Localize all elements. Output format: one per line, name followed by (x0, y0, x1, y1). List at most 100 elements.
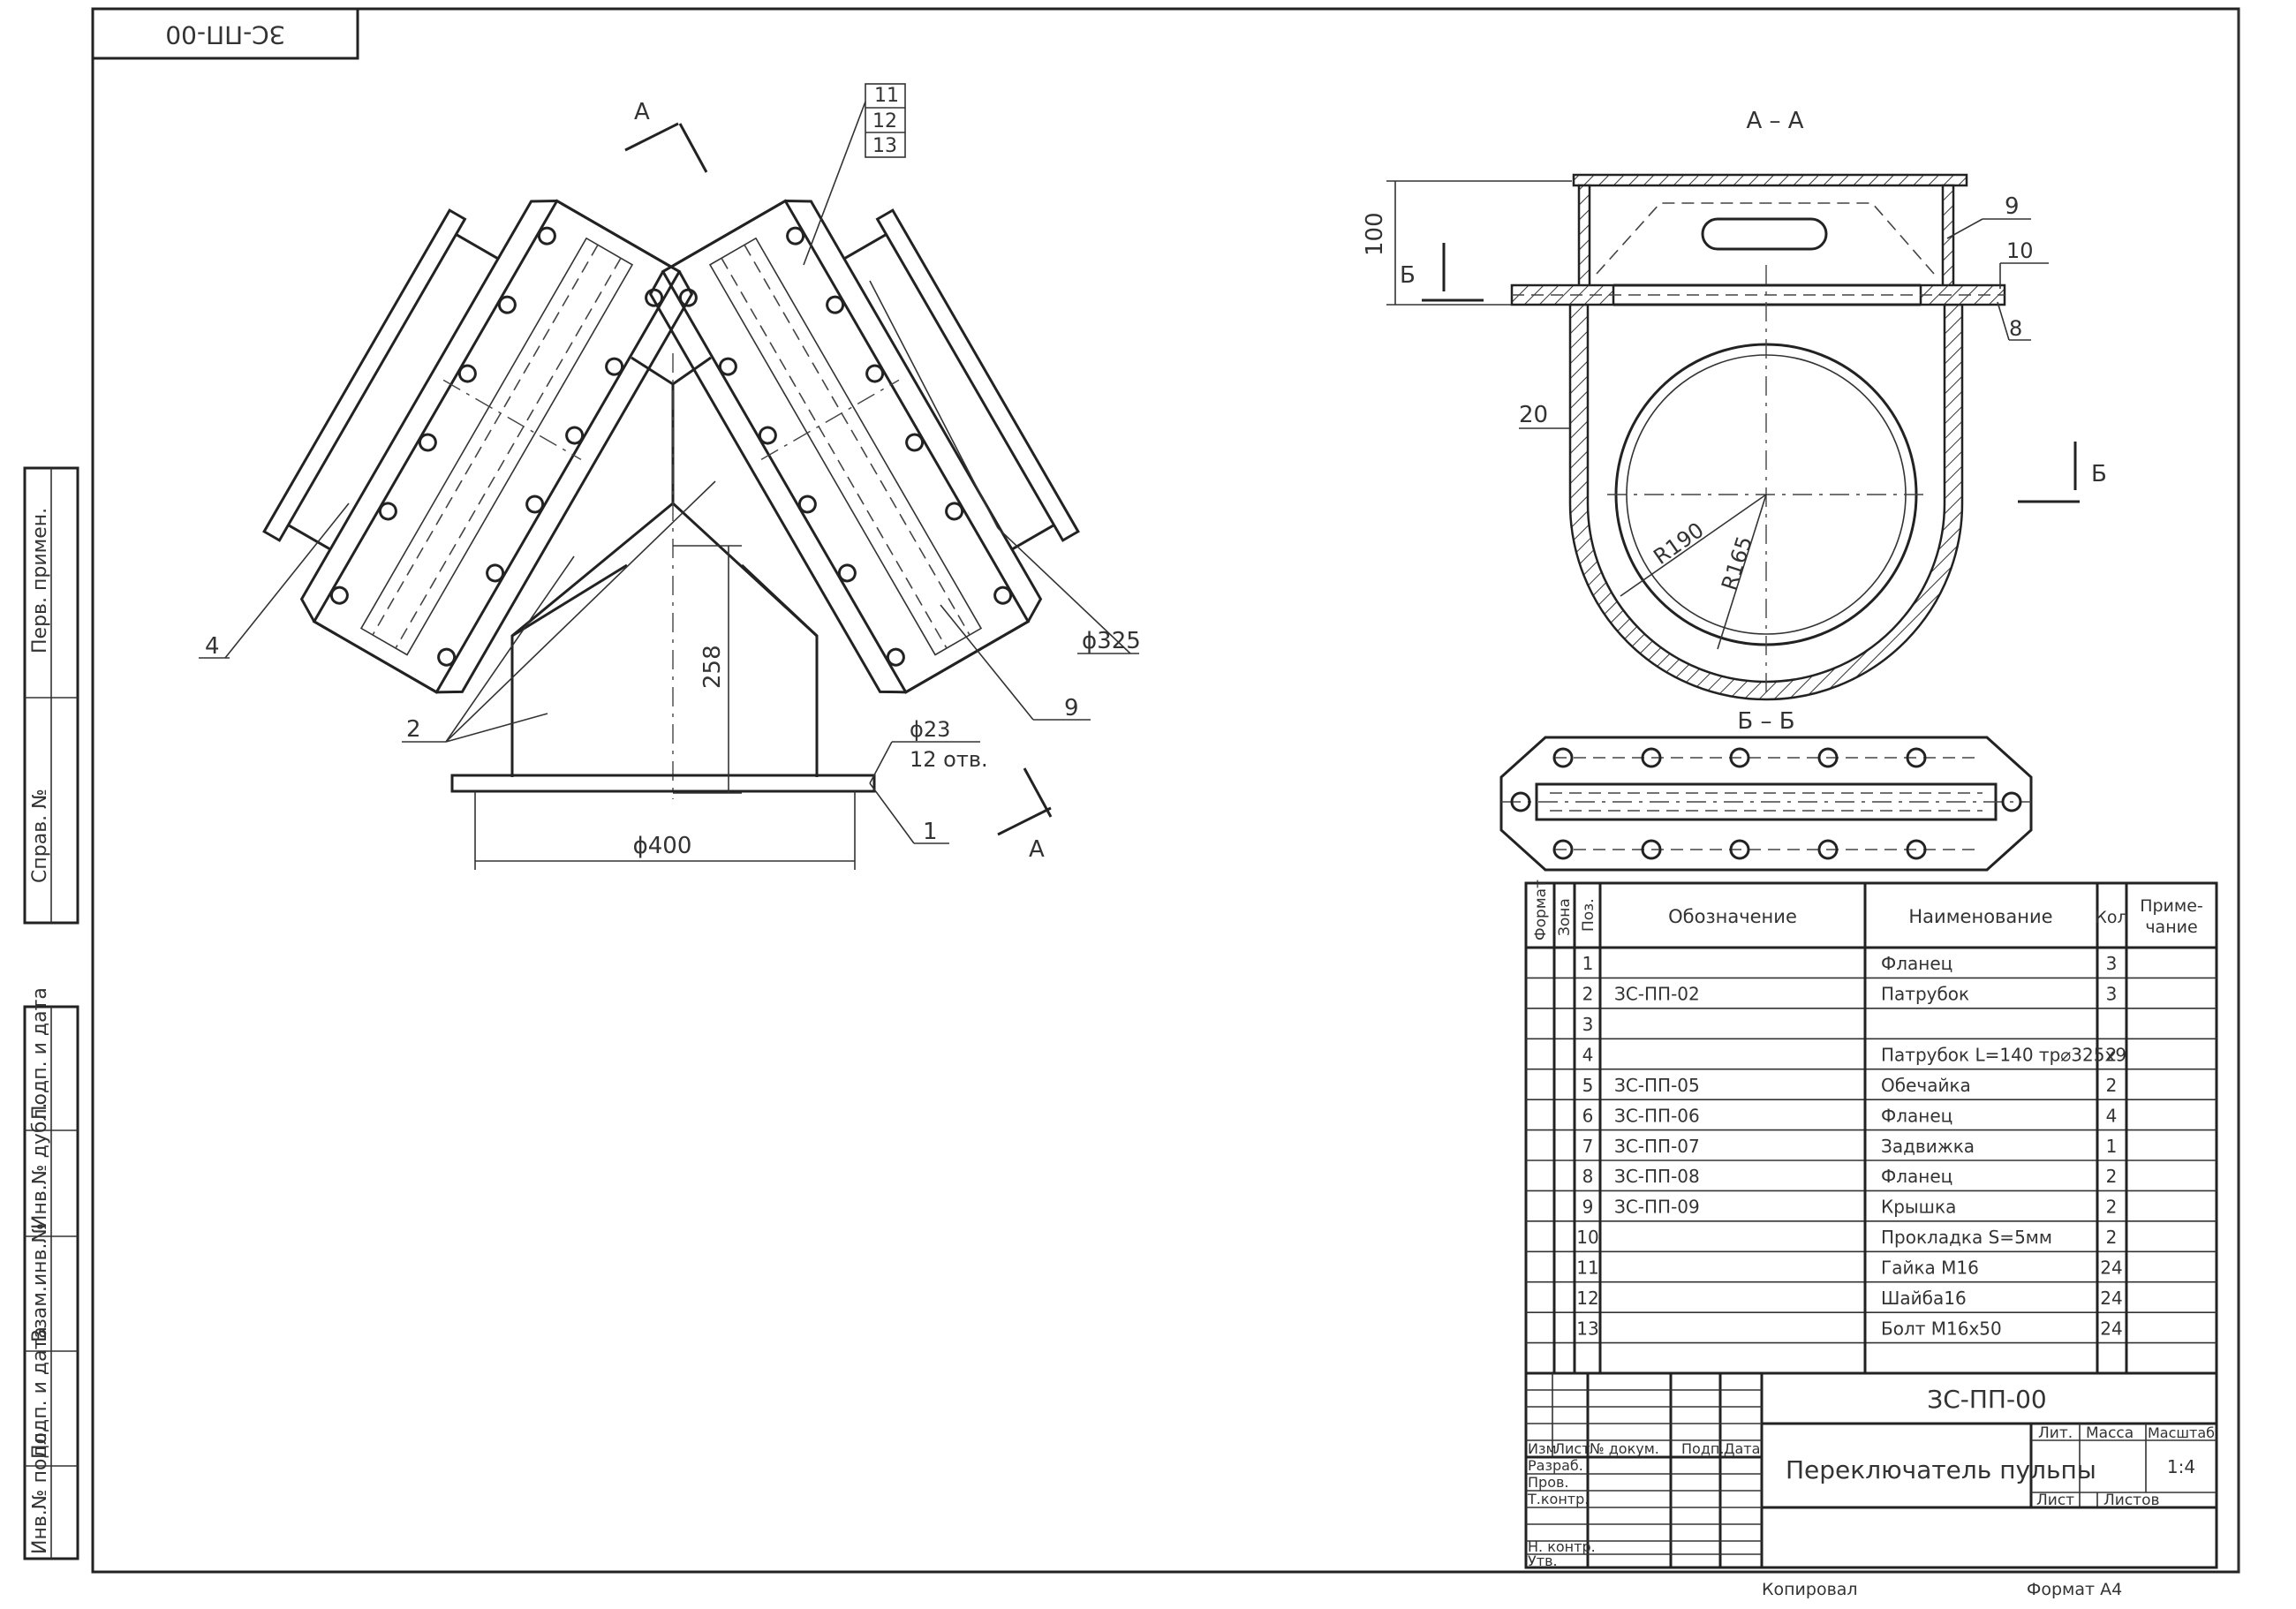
spec-row: 8 ЗС-ПП-08 Фланец 2 (1582, 1166, 2118, 1187)
spec-h-zona: Зона (1556, 898, 1574, 936)
left-branch (262, 199, 694, 694)
side-strip: Перв. примен. Справ. № Подп. и дата Инв.… (23, 466, 79, 1560)
spec-cell-kol: 2 (2106, 1045, 2118, 1066)
callout-9: 9 (1064, 695, 1079, 721)
spec-cell-naim: Фланец (1881, 953, 1952, 974)
tb-list2: Лист (2036, 1492, 2074, 1509)
spec-h-prim-2: чание (2145, 918, 2197, 937)
spec-cell-poz: 1 (1582, 953, 1594, 974)
spec-cell-poz: 13 (1576, 1318, 1598, 1339)
tb-lit: Лит. (2038, 1424, 2073, 1442)
spec-cell-kol: 2 (2106, 1166, 2118, 1187)
spec-row: 5 ЗС-ПП-05 Обечайка 2 (1582, 1075, 2118, 1096)
spec-row: 1 Фланец 3 (1582, 953, 2118, 974)
spec-cell-poz: 2 (1582, 984, 1594, 1005)
spec-row: 3 (1582, 1014, 1594, 1035)
spec-row: 10 Прокладка S=5мм 2 (1576, 1227, 2117, 1248)
tb-name: Переключатель пульпы (1786, 1455, 2096, 1484)
spec-h-prim-1: Приме- (2140, 896, 2203, 916)
spec-cell-naim: Болт М16х50 (1881, 1318, 2002, 1339)
spec-cell-poz: 4 (1582, 1045, 1594, 1066)
dim-r190: R190 (1649, 517, 1708, 570)
callout-9b: 9 (2005, 193, 2020, 220)
spec-cell-oboz: ЗС-ПП-05 (1614, 1075, 1700, 1096)
tb-prov: Пров. (1528, 1474, 1569, 1491)
spec-row: 12 Шайба16 24 (1576, 1288, 2122, 1309)
spec-cell-poz: 5 (1582, 1075, 1594, 1096)
spec-cell-naim: Задвижка (1881, 1136, 1975, 1157)
spec-cell-kol: 3 (2106, 953, 2118, 974)
tb-list: Лист (1554, 1440, 1590, 1457)
spec-cell-kol: 24 (2100, 1288, 2122, 1309)
rotated-code: ЗС-ПП-00 (165, 20, 284, 49)
spec-h-poz: Поз. (1580, 898, 1597, 932)
spec-cell-oboz: ЗС-ПП-07 (1614, 1136, 1700, 1157)
side-inv-dubl: Инв.№ дубл. (29, 1102, 51, 1229)
spec-cell-poz: 3 (1582, 1014, 1594, 1035)
dim-258: 258 (699, 645, 726, 689)
footer-kopiroval: Копировал (1762, 1580, 1858, 1599)
tb-utv: Утв. (1528, 1552, 1558, 1569)
callout-2: 2 (406, 716, 421, 743)
callout-10: 10 (2006, 238, 2034, 263)
section-aa-label: А – А (1746, 108, 1803, 134)
spec-cell-kol: 2 (2106, 1075, 2118, 1096)
spec-cell-naim: Патрубок (1881, 984, 1969, 1005)
spec-cell-kol: 2 (2106, 1227, 2118, 1248)
tb-n-dokum: № докум. (1590, 1440, 1659, 1457)
spec-h-prim: Приме-чание (2140, 896, 2203, 937)
spec-cell-poz: 8 (1582, 1166, 1594, 1187)
spec-cell-oboz: ЗС-ПП-08 (1614, 1166, 1700, 1187)
spec-cell-kol: 24 (2100, 1318, 2122, 1339)
dim-d400: ϕ400 (633, 833, 692, 859)
callout-8: 8 (2009, 316, 2022, 341)
callout-11: 11 (874, 85, 899, 107)
tb-masshtab: Масштаб (2148, 1424, 2215, 1441)
spec-h-format: Формат (1532, 880, 1550, 940)
dim-r165: R165 (1717, 533, 1757, 593)
tb-massa: Масса (2086, 1424, 2134, 1442)
spec-cell-kol: 4 (2106, 1105, 2118, 1126)
section-bb: Б – Б (1499, 708, 2033, 872)
tb-listov: Листов (2103, 1492, 2160, 1509)
side-perv-primen: Перв. примен. (29, 508, 51, 653)
section-aa: А – А R190 R165 100 20 (1362, 108, 2107, 701)
spec-cell-oboz: ЗС-ПП-06 (1614, 1105, 1700, 1126)
spec-cell-naim: Шайба16 (1881, 1288, 1967, 1309)
spec-cell-poz: 10 (1576, 1227, 1598, 1248)
spec-cell-poz: 12 (1576, 1288, 1598, 1309)
cut-b-left: Б (1400, 262, 1416, 289)
spec-table: Формат Зона Поз. Обозначение Наименовани… (1524, 880, 2218, 1375)
main-view: 258 ϕ400 ϕ23 12 отв. ϕ325 4 2 1 9 (199, 83, 1141, 870)
side-sprav-no: Справ. № (29, 789, 51, 883)
side-podp-data-2: Подп. и дата (29, 1326, 51, 1459)
spec-cell-naim: Фланец (1881, 1105, 1952, 1126)
dim-d23: ϕ23 (910, 717, 950, 742)
spec-cell-naim: Крышка (1881, 1197, 1956, 1218)
spec-h-kol: Кол (2095, 908, 2127, 927)
spec-row: 13 Болт М16х50 24 (1576, 1318, 2122, 1339)
tb-podp: Подп. (1681, 1440, 1724, 1457)
spec-cell-kol: 2 (2106, 1197, 2118, 1218)
tb-n-kontr: Н. контр. (1528, 1538, 1596, 1555)
tb-t-kontr: Т.контр. (1527, 1491, 1589, 1507)
spec-cell-naim: Обечайка (1881, 1075, 1971, 1096)
spec-cell-oboz: ЗС-ПП-02 (1614, 984, 1700, 1005)
section-bb-label: Б – Б (1737, 708, 1794, 735)
spec-cell-oboz: ЗС-ПП-09 (1614, 1197, 1700, 1218)
spec-cell-naim: Гайка М16 (1881, 1258, 1979, 1279)
side-vzam-inv: Взам.инв.№ (29, 1223, 51, 1342)
sheet-frame: ЗС-ПП-00 (91, 7, 2240, 1574)
right-branch (648, 199, 1080, 694)
spec-cell-naim: Фланец (1881, 1166, 1952, 1187)
spec-cell-poz: 7 (1582, 1136, 1594, 1157)
spec-cell-naim: Прокладка S=5мм (1881, 1227, 2052, 1248)
spec-h-naim: Наименование (1908, 906, 2052, 927)
cut-a-bottom: А (1029, 836, 1045, 863)
